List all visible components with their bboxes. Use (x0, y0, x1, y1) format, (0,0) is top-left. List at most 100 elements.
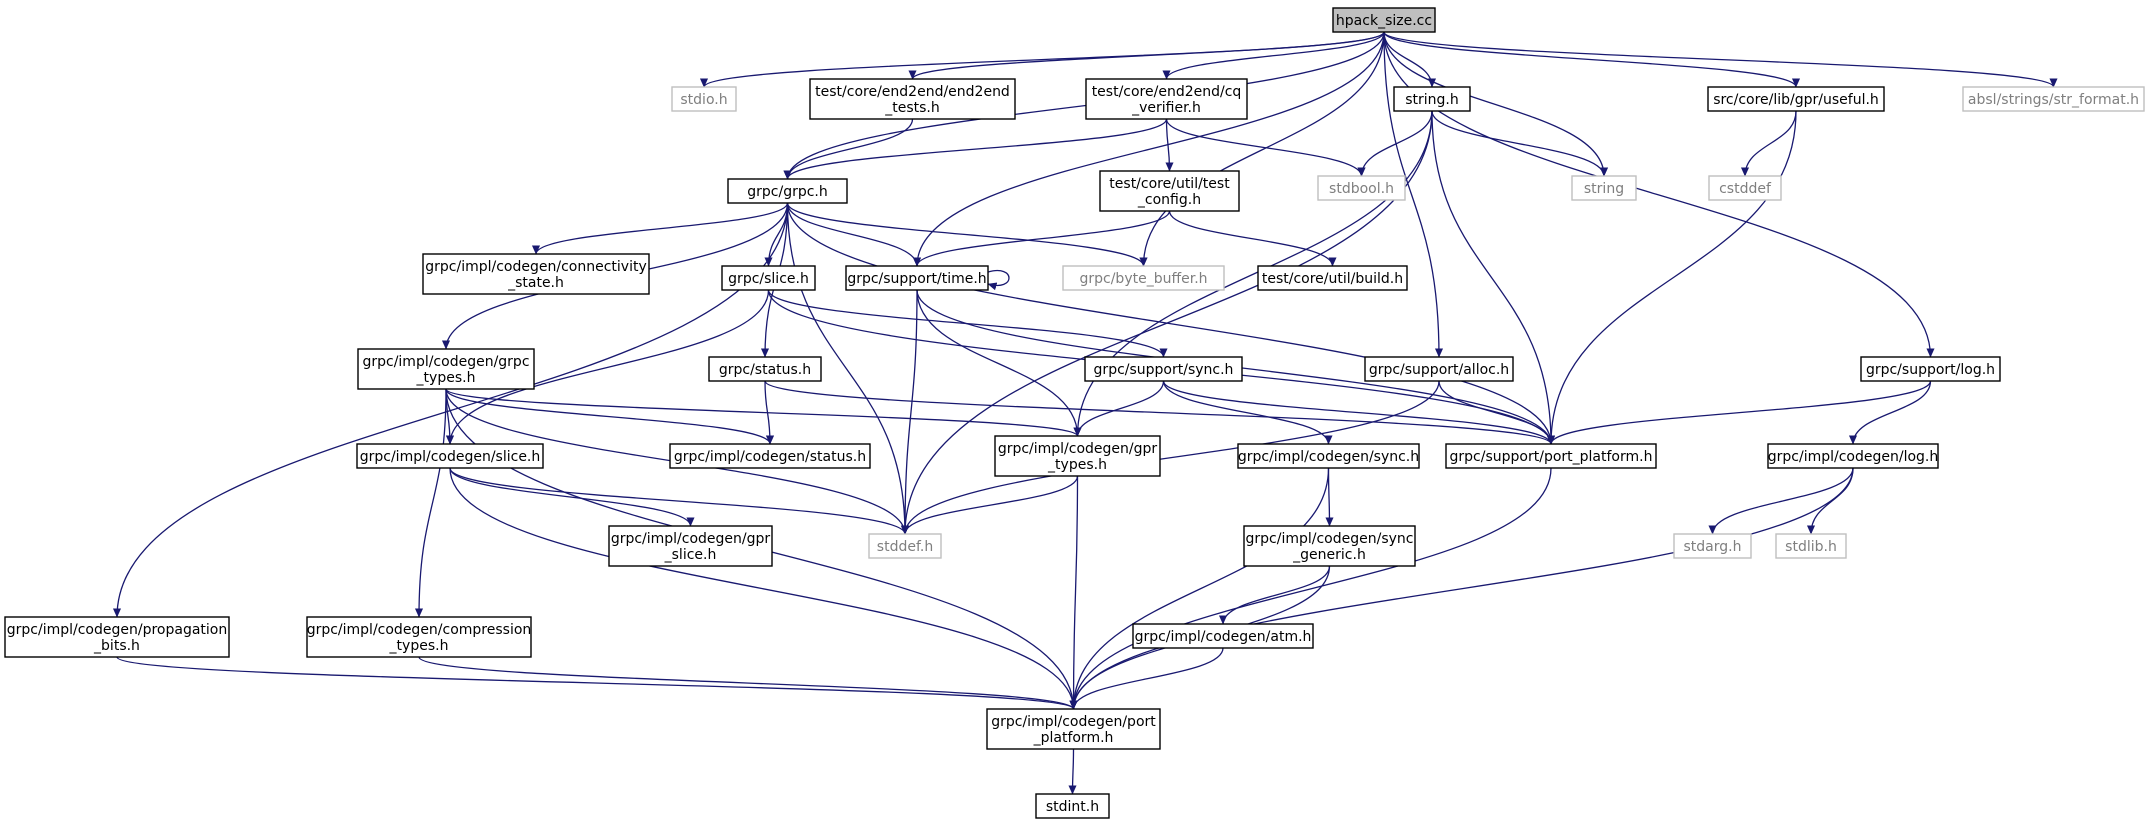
node-box-useful[interactable] (1707, 86, 1885, 112)
node-testconfig[interactable]: test/core/util/test_config.h (1099, 170, 1240, 212)
node-box-stdio[interactable] (671, 86, 737, 112)
node-box-strformat[interactable] (1962, 86, 2145, 112)
node-cgstatus[interactable]: grpc/impl/codegen/status.h (669, 443, 871, 469)
node-cqverifier[interactable]: test/core/end2end/cq_verifier.h (1085, 78, 1248, 120)
node-box-build[interactable] (1257, 265, 1408, 291)
edge-compression-to-cgportplatform (418, 656, 1078, 710)
node-bytebuffer[interactable]: grpc/byte_buffer.h (1062, 265, 1225, 291)
node-stdbool[interactable]: stdbool.h (1317, 175, 1406, 201)
node-cgslice[interactable]: grpc/impl/codegen/slice.h (356, 443, 544, 469)
node-box-status[interactable] (708, 356, 822, 382)
node-box-log[interactable] (1860, 356, 2001, 382)
node-label-cqverifier-1: _verifier.h (1131, 100, 1201, 116)
node-cglog[interactable]: grpc/impl/codegen/log.h (1767, 443, 1939, 469)
edge-hpack-to-strformat (1383, 31, 2058, 88)
edge-status-to-cgstatus (764, 380, 775, 445)
edge-cglog-to-cgportplatform (1069, 467, 1854, 710)
node-box-propagation[interactable] (4, 616, 230, 658)
node-label-e2etests-1: _tests.h (884, 100, 940, 116)
node-hpack[interactable]: hpack_size.cc (1332, 7, 1436, 33)
node-log[interactable]: grpc/support/log.h (1860, 356, 2001, 382)
node-box-sync[interactable] (1084, 356, 1243, 382)
node-label-time-0: grpc/support/time.h (847, 271, 986, 287)
node-stdio[interactable]: stdio.h (671, 86, 737, 112)
node-gprslice[interactable]: grpc/impl/codegen/gpr_slice.h (608, 525, 773, 567)
node-box-connectivity[interactable] (422, 253, 650, 295)
node-box-cgslice[interactable] (356, 443, 544, 469)
node-compression[interactable]: grpc/impl/codegen/compression_types.h (306, 616, 532, 658)
edge-time-to-gprtypes (916, 289, 1082, 437)
node-syncgeneric[interactable]: grpc/impl/codegen/sync_generic.h (1243, 525, 1416, 567)
node-box-atm[interactable] (1132, 623, 1314, 649)
node-stringh[interactable]: string.h (1393, 86, 1471, 112)
edge-alloc-to-portplatform (1438, 380, 1556, 445)
node-label-stddef-0: stddef.h (877, 539, 933, 555)
node-box-slice[interactable] (721, 265, 816, 291)
node-box-portplatform[interactable] (1445, 443, 1657, 469)
node-label-cglog-0: grpc/impl/codegen/log.h (1768, 449, 1938, 465)
node-box-stdarg[interactable] (1673, 533, 1752, 559)
node-label-sync-0: grpc/support/sync.h (1094, 362, 1234, 378)
node-grpch[interactable]: grpc/grpc.h (727, 178, 848, 204)
node-box-compression[interactable] (306, 616, 532, 658)
node-label-atm-0: grpc/impl/codegen/atm.h (1135, 629, 1312, 645)
node-label-bytebuffer-0: grpc/byte_buffer.h (1079, 271, 1207, 287)
node-build[interactable]: test/core/util/build.h (1257, 265, 1408, 291)
node-cgsync[interactable]: grpc/impl/codegen/sync.h (1237, 443, 1420, 469)
node-cstddef[interactable]: cstddef (1708, 175, 1782, 201)
node-atm[interactable]: grpc/impl/codegen/atm.h (1132, 623, 1314, 649)
node-box-time[interactable] (845, 265, 989, 291)
node-portplatform[interactable]: grpc/support/port_platform.h (1445, 443, 1657, 469)
node-box-gprtypes[interactable] (994, 435, 1161, 477)
node-time[interactable]: grpc/support/time.h (845, 265, 989, 291)
node-box-grpch[interactable] (727, 178, 848, 204)
node-box-syncgeneric[interactable] (1243, 525, 1416, 567)
node-box-cqverifier[interactable] (1085, 78, 1248, 120)
node-e2etests[interactable]: test/core/end2end/end2end_tests.h (809, 78, 1016, 120)
node-box-stddef[interactable] (868, 533, 942, 559)
node-slice[interactable]: grpc/slice.h (721, 265, 816, 291)
node-strformat[interactable]: absl/strings/str_format.h (1962, 86, 2145, 112)
node-box-cgportplatform[interactable] (986, 708, 1161, 750)
node-stdlib[interactable]: stdlib.h (1775, 533, 1847, 559)
edge-cgportplatform-to-stdint (1068, 748, 1077, 795)
edge-gprtypes-to-stddef (901, 475, 1079, 535)
node-stdarg[interactable]: stdarg.h (1673, 533, 1752, 559)
node-box-cglog[interactable] (1767, 443, 1939, 469)
edge-slice-to-cgslice (445, 289, 770, 445)
node-box-hpack[interactable] (1332, 7, 1436, 33)
node-box-stdint[interactable] (1035, 793, 1110, 819)
node-box-testconfig[interactable] (1099, 170, 1240, 212)
node-box-alloc[interactable] (1364, 356, 1514, 382)
node-box-stdlib[interactable] (1775, 533, 1847, 559)
node-cgportplatform[interactable]: grpc/impl/codegen/port_platform.h (986, 708, 1161, 750)
node-useful[interactable]: src/core/lib/gpr/useful.h (1707, 86, 1885, 112)
node-connectivity[interactable]: grpc/impl/codegen/connectivity_state.h (422, 253, 650, 295)
node-stdint[interactable]: stdint.h (1035, 793, 1110, 819)
node-propagation[interactable]: grpc/impl/codegen/propagation_bits.h (4, 616, 230, 658)
node-grpctypes[interactable]: grpc/impl/codegen/grpc_types.h (357, 348, 535, 390)
node-sync[interactable]: grpc/support/sync.h (1084, 356, 1243, 382)
node-box-e2etests[interactable] (809, 78, 1016, 120)
node-gprtypes[interactable]: grpc/impl/codegen/gpr_types.h (994, 435, 1161, 477)
node-label-connectivity-1: _state.h (507, 275, 564, 291)
node-status[interactable]: grpc/status.h (708, 356, 822, 382)
node-box-grpctypes[interactable] (357, 348, 535, 390)
node-box-bytebuffer[interactable] (1062, 265, 1225, 291)
node-box-gprslice[interactable] (608, 525, 773, 567)
edge-hpack-to-useful (1383, 31, 1800, 88)
node-label-propagation-0: grpc/impl/codegen/propagation (7, 622, 227, 638)
node-box-cgsync[interactable] (1237, 443, 1420, 469)
node-box-cgstatus[interactable] (669, 443, 871, 469)
node-label-grpctypes-0: grpc/impl/codegen/grpc (362, 354, 529, 370)
node-stddef[interactable]: stddef.h (868, 533, 942, 559)
node-alloc[interactable]: grpc/support/alloc.h (1364, 356, 1514, 382)
edge-grpch-to-connectivity (532, 202, 789, 255)
node-label-stdint-0: stdint.h (1046, 799, 1099, 815)
node-box-cstddef[interactable] (1708, 175, 1782, 201)
node-box-string[interactable] (1571, 175, 1637, 201)
node-label-build-0: test/core/util/build.h (1262, 271, 1403, 287)
node-string[interactable]: string (1571, 175, 1637, 201)
node-box-stringh[interactable] (1393, 86, 1471, 112)
node-box-stdbool[interactable] (1317, 175, 1406, 201)
